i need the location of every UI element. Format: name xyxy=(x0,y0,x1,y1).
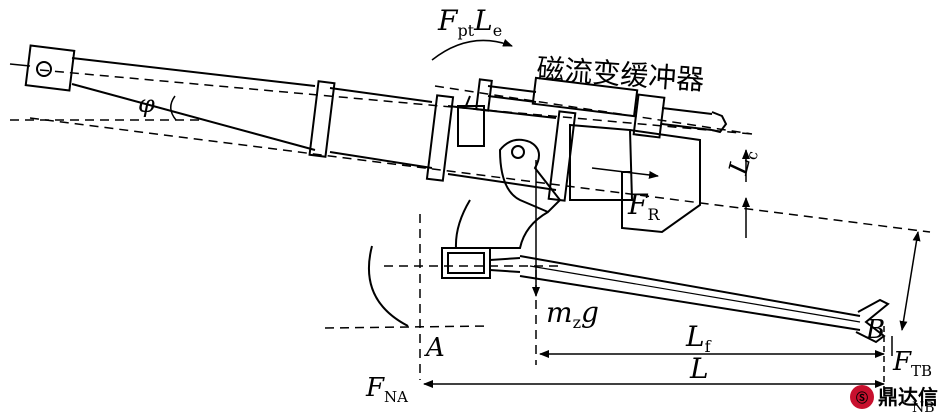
lf-label: Lf xyxy=(685,320,712,356)
watermark-text: 鼎达信 xyxy=(878,385,938,409)
trail-leg xyxy=(519,255,890,344)
watermark-logo: Ⓢ 鼎达信 xyxy=(848,382,944,412)
watermark-seal-icon xyxy=(850,385,874,409)
angle-phi-arc xyxy=(170,95,177,121)
damper-label: 磁流变缓冲器 xyxy=(536,52,706,97)
reference-lines xyxy=(10,69,931,380)
weight-label: mzg xyxy=(546,296,599,332)
spade-arc xyxy=(368,245,409,327)
carriage xyxy=(441,138,562,279)
point-a-label: A xyxy=(424,333,445,363)
fr-label: FR xyxy=(627,188,660,224)
ftb-label: FTB xyxy=(892,347,932,380)
barrel xyxy=(9,44,701,234)
angle-label: φ xyxy=(138,90,155,118)
l-label: L xyxy=(689,352,709,385)
fnb-label: NB xyxy=(912,400,935,416)
svg-text:Ⓢ: Ⓢ xyxy=(856,390,868,405)
moment-arrow xyxy=(431,39,513,61)
arrows xyxy=(423,39,921,394)
lc-label: Lc xyxy=(723,146,761,180)
fna-label: FNA xyxy=(365,373,408,406)
fr-arrow xyxy=(591,167,659,179)
moment-label: FptLe xyxy=(437,4,502,40)
point-b-label: B xyxy=(865,315,885,345)
